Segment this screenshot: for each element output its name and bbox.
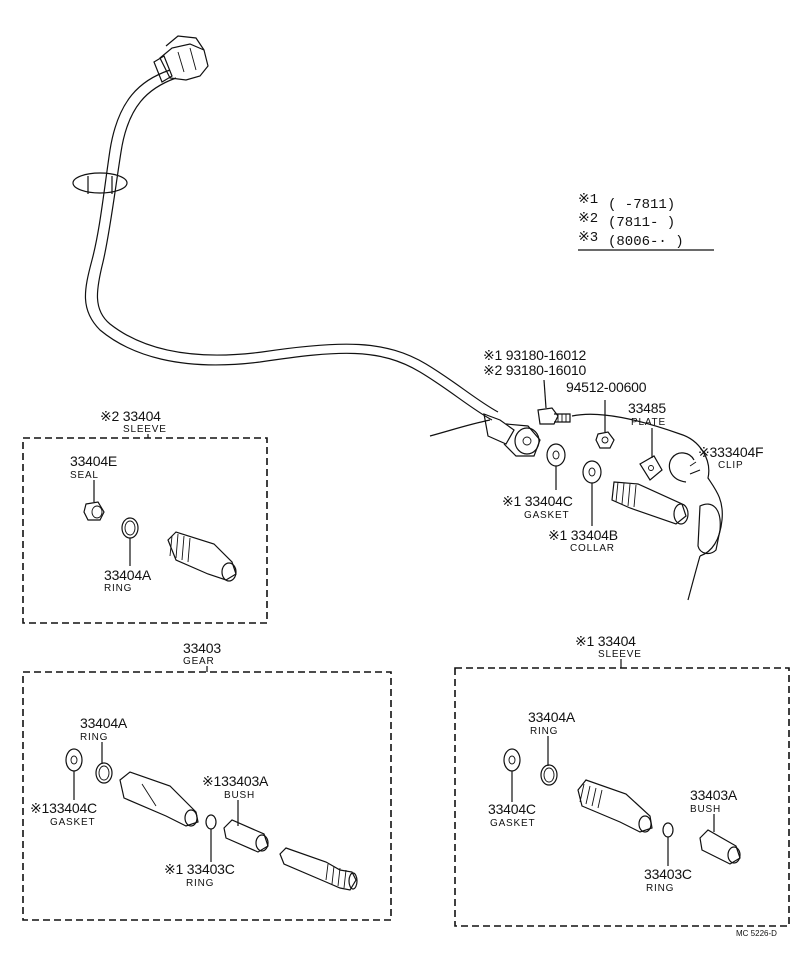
sleeve-a-ring-caption: RING xyxy=(104,583,132,594)
legend-range-2: (7811- ) xyxy=(608,215,675,231)
legend-range-1: ( -7811) xyxy=(608,197,675,213)
gear-group: 33403 GEAR 33404A RING ※133404C GASKET ※… xyxy=(22,640,392,921)
seal-caption: SEAL xyxy=(70,470,99,481)
sleeve-b-bush-caption: BUSH xyxy=(690,804,721,815)
date-legend: ※1 ( -7811) ※2 (7811- ) ※3 (8006-· ) xyxy=(578,192,714,251)
gasket-part-number: ※1 33404C xyxy=(502,493,573,509)
gear-bush-part-number: ※133403A xyxy=(202,773,269,789)
seal xyxy=(83,501,105,521)
clip-part-number: ※333404F xyxy=(698,444,763,460)
collar xyxy=(582,460,602,526)
gasket-caption: GASKET xyxy=(524,510,569,521)
gear-ring-caption: RING xyxy=(80,732,108,743)
plate xyxy=(639,428,663,481)
gear-bush xyxy=(223,819,269,853)
sleeve-b-gasket xyxy=(503,748,521,802)
sleeve-b-group: ※1 33404 SLEEVE 33404A RING 33404C GASKE… xyxy=(454,633,790,927)
cable-top-fitting xyxy=(153,35,209,83)
sleeve-b-bush-part-number: 33403A xyxy=(690,787,738,803)
seal-part-number: 33404E xyxy=(70,453,117,469)
speedometer-cable xyxy=(84,69,499,421)
legend-range-3: (8006-· ) xyxy=(608,234,684,250)
collar-caption: COLLAR xyxy=(570,543,615,554)
sleeve-b-ring xyxy=(540,764,558,786)
gasket-washer xyxy=(546,443,566,490)
sleeve-a-ring xyxy=(121,517,139,566)
gear-ring-small xyxy=(205,814,217,862)
sleeve-a-body xyxy=(167,531,237,582)
sleeve-a-box xyxy=(22,437,268,624)
sleeve-b-caption: SLEEVE xyxy=(598,649,642,660)
nut xyxy=(595,400,615,449)
legend-row-3: ※3 xyxy=(578,230,598,246)
bolt xyxy=(537,379,571,425)
gear-gasket-caption: GASKET xyxy=(50,817,95,828)
plate-part-number: 33485 xyxy=(628,400,666,416)
gear-ring2-caption: RING xyxy=(186,878,214,889)
sleeve-b-ring-part-number: 33404A xyxy=(528,709,576,725)
gear-sleeve-body xyxy=(119,771,199,827)
top-labels: ※1 93180-16012 ※2 93180-16010 94512-0060… xyxy=(483,347,764,554)
nut-part-number: 94512-00600 xyxy=(566,379,647,395)
gear-caption: GEAR xyxy=(183,656,215,667)
sleeve-a-ring-part-number: 33404A xyxy=(104,567,152,583)
gear-ring xyxy=(95,762,113,784)
driven-gear-sleeve xyxy=(611,481,689,525)
sleeve-b-body xyxy=(577,779,653,833)
sleeve-a-caption: SLEEVE xyxy=(123,424,167,435)
sleeve-b-ring2-part-number: 33403C xyxy=(644,866,692,882)
collar-part-number: ※1 33404B xyxy=(548,527,618,543)
sleeve-a-part-number: ※2 33404 xyxy=(100,408,161,424)
plate-caption: PLATE xyxy=(631,417,666,428)
sleeve-b-box xyxy=(454,667,790,927)
cable-end-fitting xyxy=(429,413,541,457)
gear-ring-part-number: 33404A xyxy=(80,715,128,731)
sleeve-a-group: ※2 33404 SLEEVE 33404E SEAL 33404A RING xyxy=(22,408,268,624)
gear-part-number: 33403 xyxy=(183,640,221,656)
sleeve-b-bush xyxy=(699,829,741,865)
gear-ring2-part-number: ※1 33403C xyxy=(164,861,235,877)
gear-gasket-part-number: ※133404C xyxy=(30,800,97,816)
diagram-code: MC 5226-D xyxy=(736,929,777,938)
bolt-part-number-2: ※2 93180-16010 xyxy=(483,362,587,378)
driven-gear-shaft xyxy=(279,847,358,891)
clip-caption: CLIP xyxy=(718,460,743,471)
sleeve-b-gasket-caption: GASKET xyxy=(490,818,535,829)
sleeve-b-ring-caption: RING xyxy=(530,726,558,737)
gear-gasket xyxy=(65,748,83,800)
sleeve-b-ring-small xyxy=(662,822,674,866)
bolt-part-number-1: ※1 93180-16012 xyxy=(483,347,587,363)
legend-row-1: ※1 xyxy=(578,192,598,208)
gear-bush-caption: BUSH xyxy=(224,790,255,801)
transmission-body-outline xyxy=(571,413,723,601)
legend-row-2: ※2 xyxy=(578,211,598,227)
clip xyxy=(668,452,701,483)
sleeve-b-gasket-part-number: 33404C xyxy=(488,801,536,817)
cable-grommet xyxy=(72,172,128,194)
sleeve-b-part-number: ※1 33404 xyxy=(575,633,636,649)
sleeve-b-ring2-caption: RING xyxy=(646,883,674,894)
